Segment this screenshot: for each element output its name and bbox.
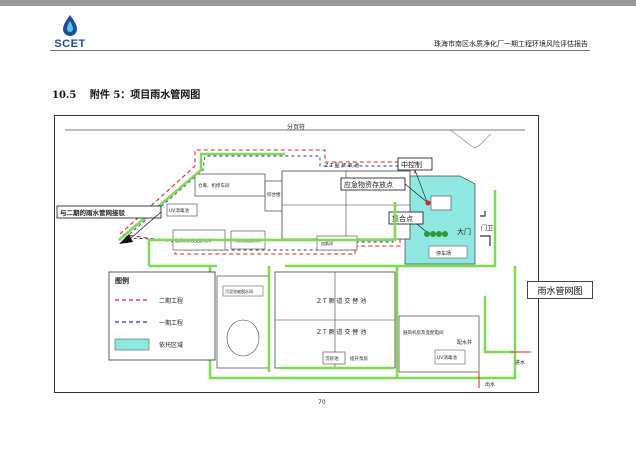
inlet-label: 进水 <box>515 359 525 366</box>
parking-label: 停车场 <box>436 250 451 257</box>
central-control-label: 中控制 <box>401 160 422 169</box>
phase2-boundary <box>118 149 416 255</box>
report-title: 珠海市南区水质净化厂一期工程环境风险评估报告 <box>434 40 588 48</box>
chlorine-label: 加氯间 <box>321 240 333 246</box>
gate-label: 大门 <box>457 227 471 236</box>
uv-top-building <box>166 203 198 217</box>
water-drop-icon <box>63 15 77 36</box>
sludge-tank <box>222 285 264 297</box>
tree-cluster <box>424 231 448 237</box>
emergency-store-label: 应急物资存放点 <box>344 180 393 189</box>
legend-swatch-relied <box>114 338 150 351</box>
link-arrowhead <box>119 234 133 244</box>
scet-logo: SCET <box>50 14 90 52</box>
pump-label: 提升泵房 <box>350 355 368 362</box>
ditch-label-1: Z T 厥 道 交 替 池 <box>317 297 366 305</box>
round-tank <box>226 319 260 357</box>
guard-label: 门卫 <box>481 224 493 232</box>
uv-lower-building <box>434 349 466 365</box>
link-pointer <box>130 211 162 239</box>
distribution-label: 配水井 <box>457 339 472 346</box>
emergency-marker <box>425 200 431 206</box>
office-label: 综合楼 <box>267 191 281 198</box>
coastline-path <box>449 129 492 149</box>
section-number: 10.5 <box>52 90 77 101</box>
parking-lot <box>428 245 468 259</box>
uv-top-label: UV消毒池 <box>169 207 189 214</box>
legend-title: 图例 <box>115 276 129 285</box>
legend-label-phase2: 二期工程 <box>159 297 183 305</box>
section-title: 附件 5：项目雨水管网图 <box>89 90 201 101</box>
sludge-tank-label: 污泥浓缩脱水间 <box>225 288 253 294</box>
store-pointer <box>404 183 428 203</box>
grit-label: 沉砂池 <box>325 355 339 362</box>
outlet-label: 出水 <box>485 381 495 388</box>
site-plan-drawing: 分页符 仓库、机修车间 综合楼 Z T 型 厌 氧 池 UV消毒池 鼓风机房及变… <box>56 123 531 388</box>
header-rule <box>50 50 590 51</box>
page-number: 70 <box>318 399 326 406</box>
separation-label: 分页符 <box>287 123 305 131</box>
ditch-label-2: Z T 厥 道 交 替 池 <box>317 328 366 336</box>
assembly-point-box <box>388 211 424 225</box>
legend-label-relied: 依托区域 <box>159 341 183 349</box>
uv-lower-label: UV消毒池 <box>437 354 457 361</box>
legend-label-phase1: 一期工程 <box>159 319 183 327</box>
figure-callout: 雨水管网图 <box>527 281 593 299</box>
control-building <box>430 195 452 211</box>
top-gray-band <box>0 0 636 6</box>
gate-walls <box>480 211 491 246</box>
control-pointer <box>414 169 428 203</box>
logo-text: SCET <box>54 38 86 50</box>
blower-lower-label: 鼓风机房及变配电间 <box>403 329 444 336</box>
section-heading: 10.5 附件 5：项目雨水管网图 <box>52 86 200 101</box>
assembly-point-label: 集合点 <box>392 214 413 223</box>
stormwater-network-figure: 分页符 仓库、机修车间 综合楼 Z T 型 厌 氧 池 UV消毒池 鼓风机房及变… <box>54 115 539 393</box>
bio-tank-label: Z T 型 厌 氧 池 <box>325 162 359 169</box>
grit-chamber <box>322 351 346 365</box>
storage-label: 仓库、机修车间 <box>198 182 230 189</box>
link-annotation-label: 与二期的雨水管网接驳 <box>60 208 126 217</box>
